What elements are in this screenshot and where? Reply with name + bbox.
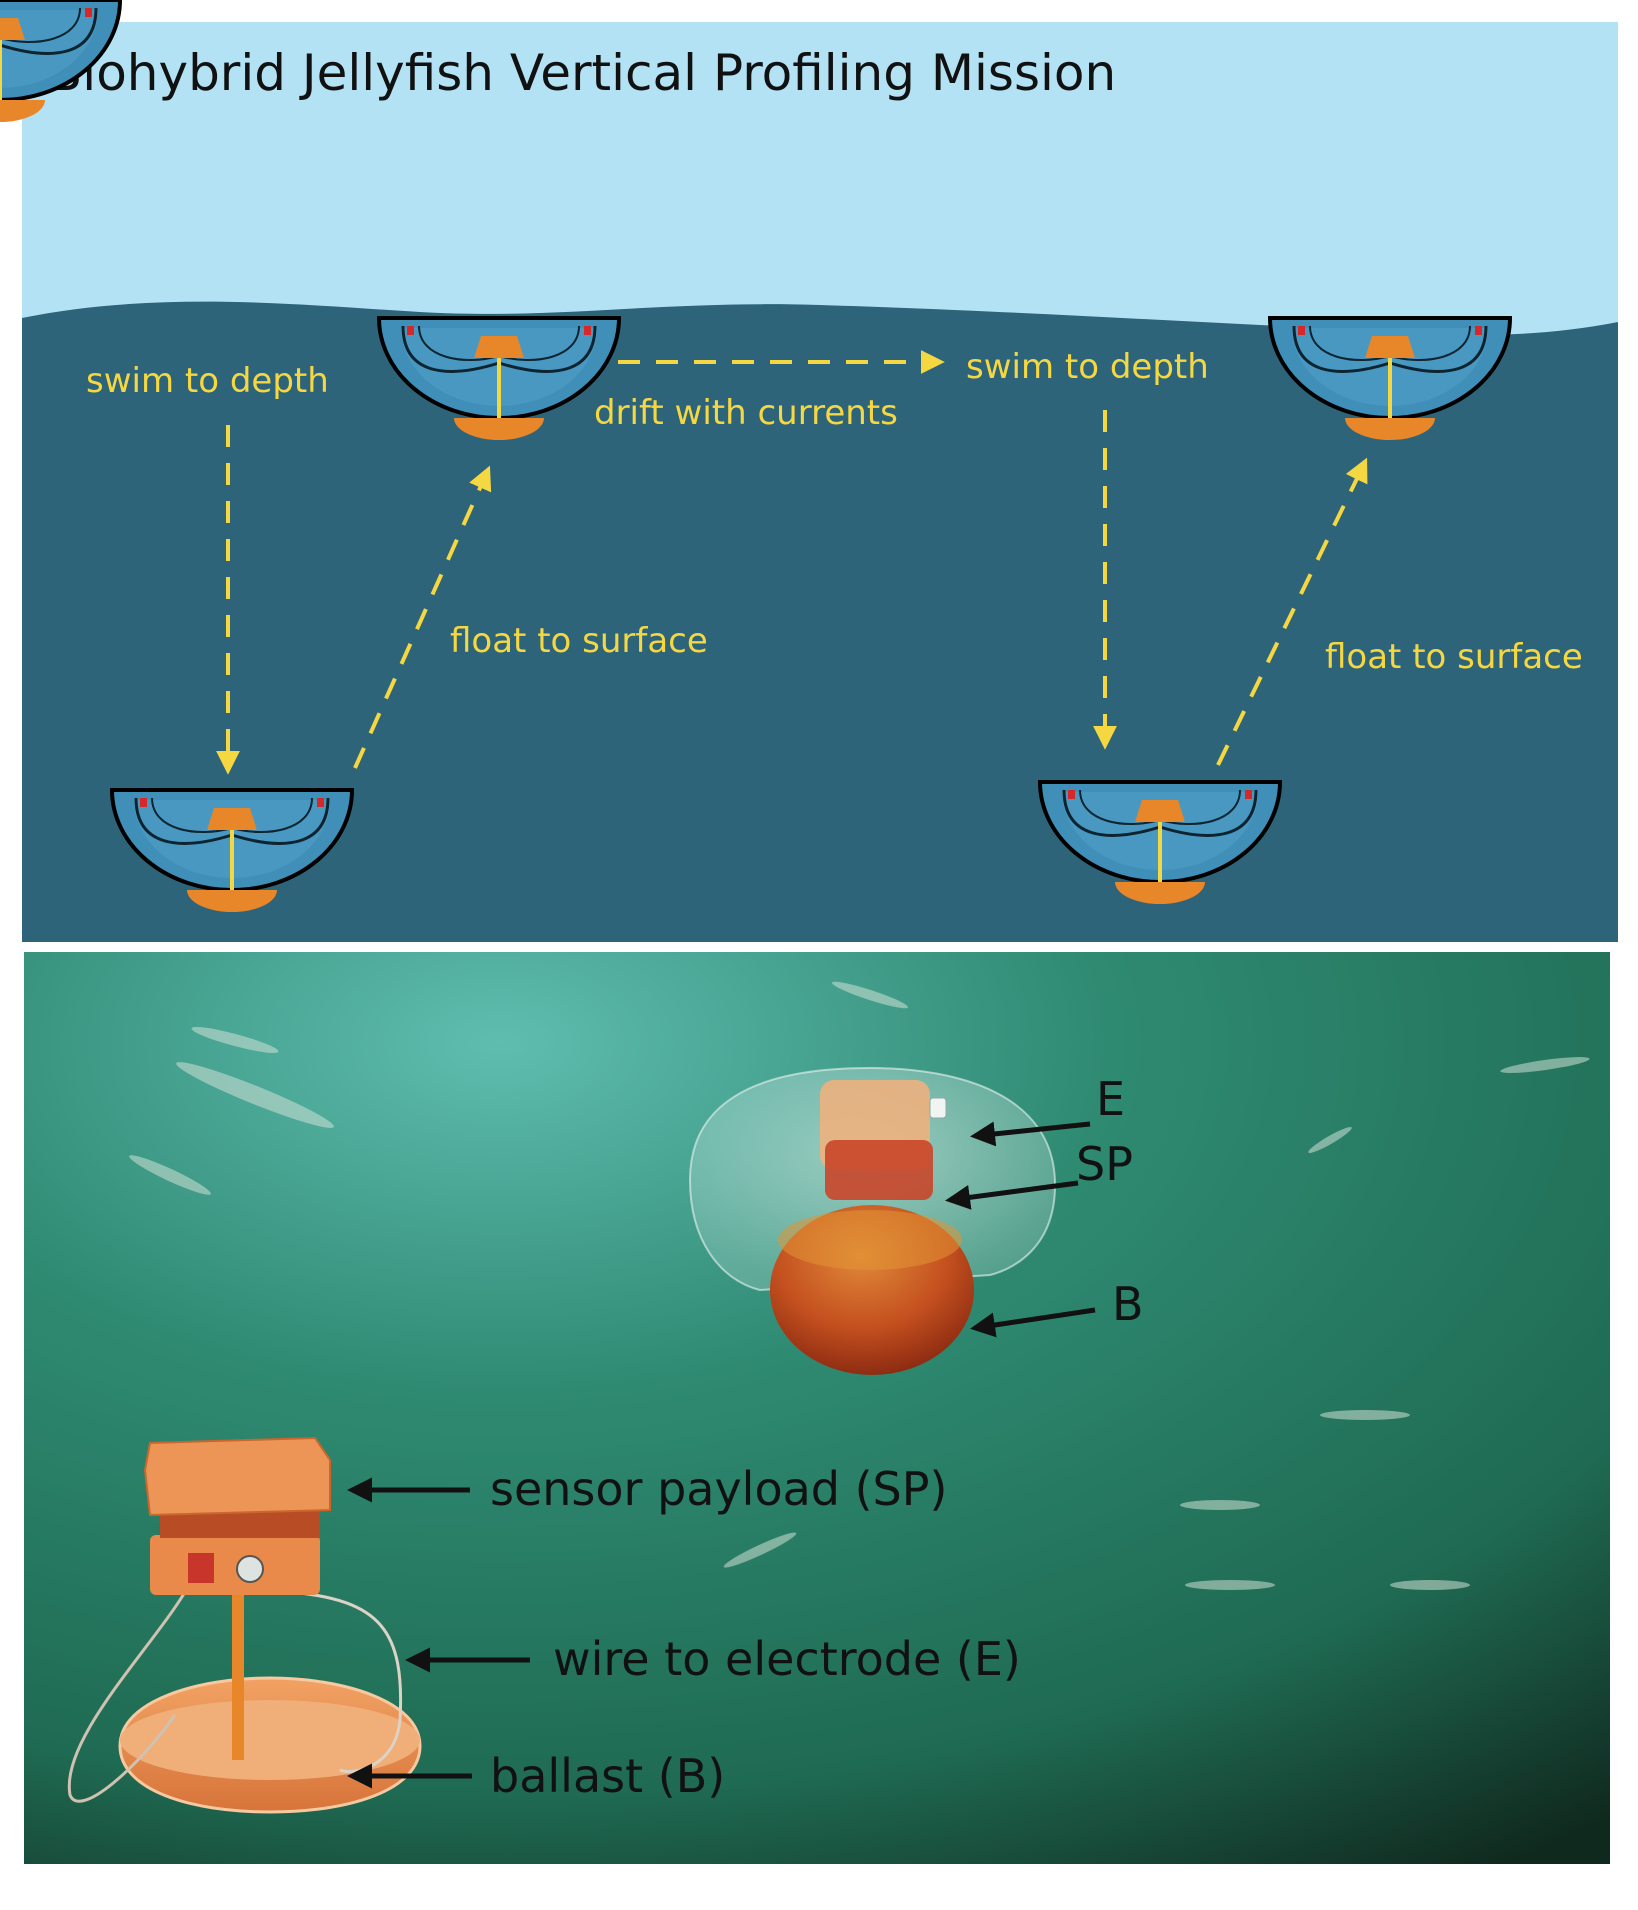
page-title: Biohybrid Jellyfish Vertical Profiling M… bbox=[48, 44, 1116, 102]
label-swim-to-depth-2: swim to depth bbox=[966, 347, 1209, 387]
label-electrode: E bbox=[1096, 1072, 1125, 1126]
fish bbox=[176, 1062, 334, 1128]
ballast-rim bbox=[778, 1210, 962, 1270]
fish bbox=[1500, 1057, 1590, 1073]
label-sensor-payload: sensor payload (SP) bbox=[490, 1462, 947, 1516]
fish bbox=[831, 981, 909, 1009]
label-ballast: ballast (B) bbox=[490, 1749, 725, 1803]
fish bbox=[1390, 1580, 1470, 1590]
fish bbox=[1180, 1500, 1260, 1510]
fish bbox=[191, 1026, 279, 1054]
fish-school bbox=[129, 981, 1590, 1590]
arrow-ballast-short bbox=[970, 1307, 1096, 1338]
fish bbox=[1320, 1410, 1410, 1420]
label-float-to-surface-2: float to surface bbox=[1325, 637, 1583, 677]
fish bbox=[1308, 1127, 1352, 1153]
label-wire-to-electrode: wire to electrode (E) bbox=[553, 1632, 1021, 1686]
payload-band bbox=[825, 1140, 933, 1200]
float-arrow-1 bbox=[353, 465, 492, 769]
label-sensor-payload-short: SP bbox=[1076, 1137, 1133, 1191]
device-mid-ring bbox=[150, 1535, 320, 1595]
fish bbox=[723, 1532, 797, 1568]
arrow-sensor-payload-short bbox=[945, 1180, 1079, 1210]
biohybrid-jellyfish-photo bbox=[688, 1066, 1057, 1375]
electrode-photo bbox=[929, 1097, 947, 1119]
status-led-board bbox=[188, 1553, 214, 1583]
fish bbox=[1185, 1580, 1275, 1590]
arrow-electrode bbox=[970, 1121, 1091, 1147]
label-ballast-short: B bbox=[1112, 1277, 1144, 1331]
wire-left bbox=[67, 1591, 187, 1803]
device-top-cap bbox=[143, 1436, 331, 1517]
float-arrow-2 bbox=[1216, 457, 1368, 766]
underwater-photo-panel: E SP B sensor payload (SP) wire to elect… bbox=[24, 952, 1610, 1864]
pressure-sensor bbox=[236, 1555, 264, 1583]
mission-schematic-panel: Biohybrid Jellyfish Vertical Profiling M… bbox=[0, 0, 1618, 942]
fish bbox=[129, 1155, 211, 1195]
jellyfish-icon bbox=[0, 0, 123, 122]
label-float-to-surface-1: float to surface bbox=[450, 621, 708, 661]
ballast-top-surface bbox=[120, 1700, 420, 1780]
label-drift-with-currents: drift with currents bbox=[594, 393, 898, 433]
label-swim-to-depth-1: swim to depth bbox=[86, 361, 329, 401]
device-cutout bbox=[67, 1436, 422, 1814]
